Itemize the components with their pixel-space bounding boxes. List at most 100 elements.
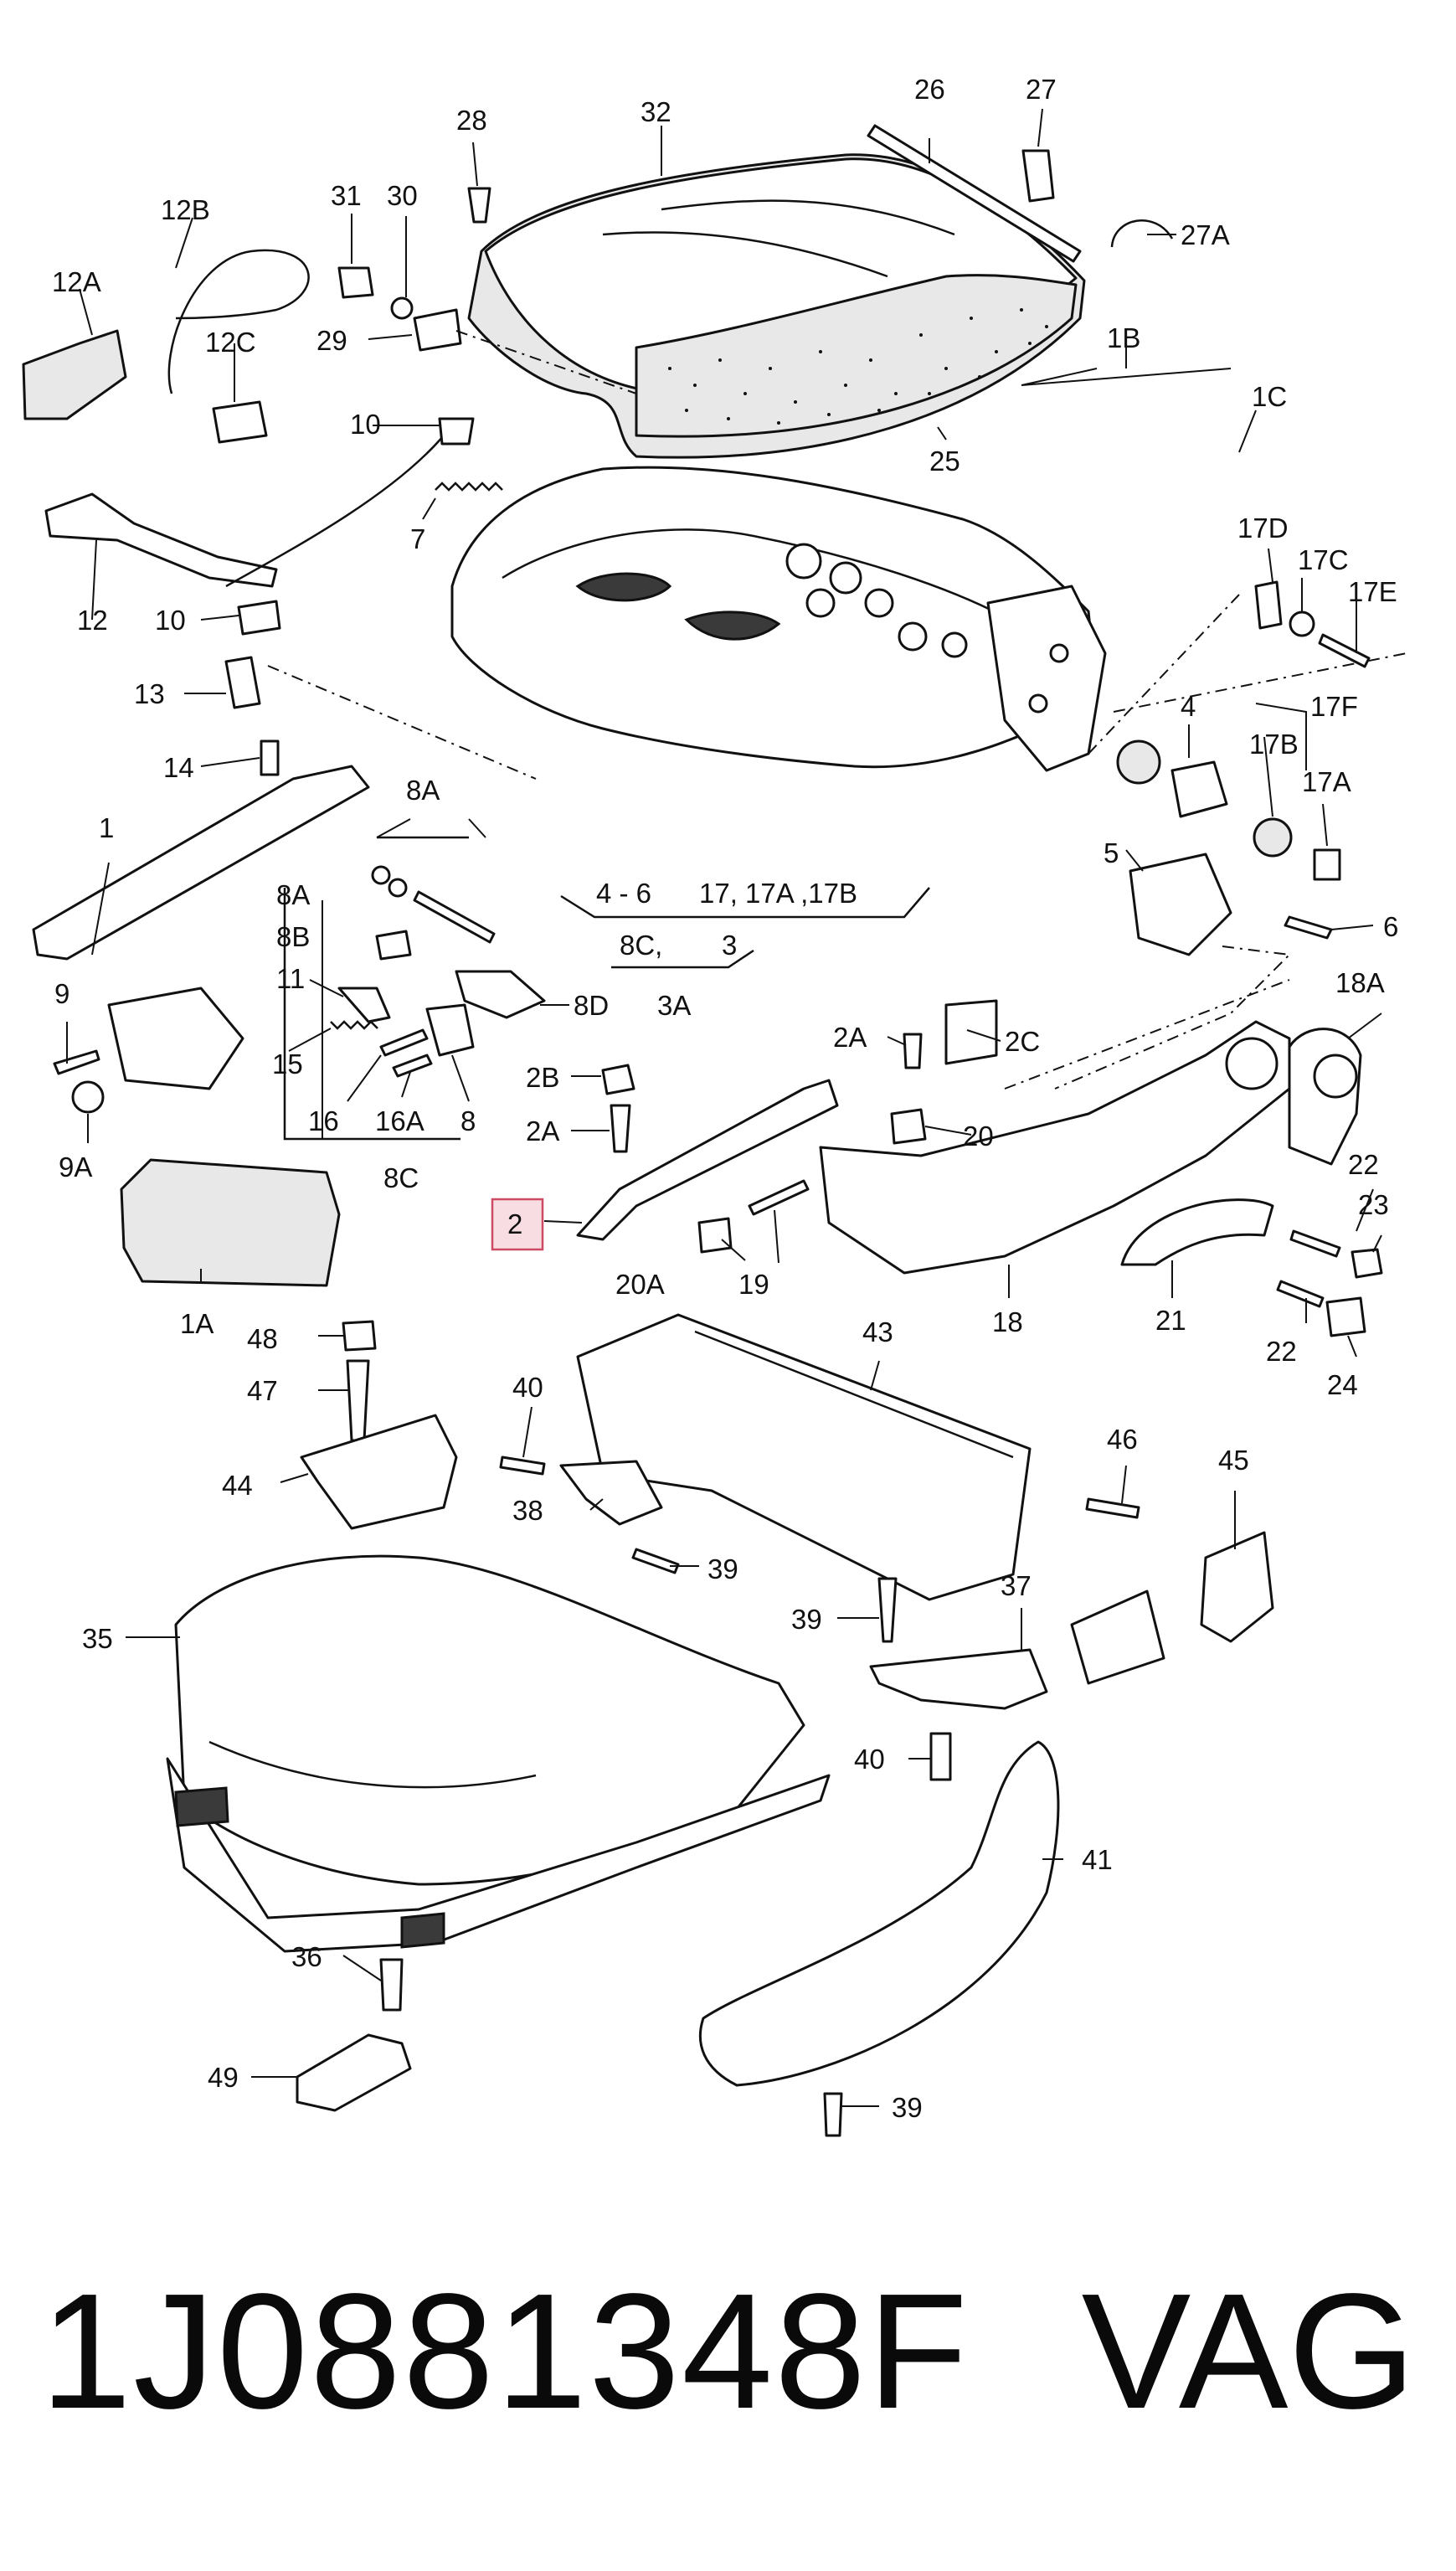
- leader-lines: [66, 108, 1382, 2107]
- part-labels: 26 27 27A 28 32 31 30 29 12B 12A 12C 25 …: [52, 74, 1398, 2123]
- label-44: 44: [222, 1470, 253, 1501]
- label-8A2: 8A: [276, 879, 310, 910]
- nut-part-23: [1351, 1248, 1383, 1279]
- cover-part-49: [296, 2033, 412, 2112]
- label-8C-comma: 8C,: [620, 930, 662, 961]
- slide-part-45: [1070, 1589, 1165, 1685]
- label-22a: 22: [1348, 1149, 1379, 1180]
- bolt-part-22-lower: [1276, 1280, 1325, 1308]
- lever-part-8D: [455, 970, 546, 1019]
- label-16: 16: [308, 1105, 339, 1136]
- spring-part-7: [435, 482, 503, 492]
- label-18A: 18A: [1335, 967, 1385, 998]
- label-49: 49: [208, 2062, 239, 2093]
- label-8A: 8A: [406, 775, 440, 806]
- lever-part-21: [1120, 1198, 1274, 1266]
- adjuster-part-4: [1170, 760, 1228, 818]
- bolt-part-6: [1284, 915, 1333, 940]
- washer-part-17C: [1289, 611, 1315, 637]
- label-2A: 2A: [526, 1115, 559, 1146]
- lever-part-12: [44, 492, 278, 588]
- sleeve-part-8B: [375, 930, 412, 961]
- screw-part-2A-upper: [903, 1033, 923, 1069]
- bolt-part-31: [337, 266, 374, 299]
- release-handle-part-12A: [22, 329, 127, 420]
- label-8D: 8D: [574, 990, 609, 1021]
- label-1C: 1C: [1252, 381, 1287, 412]
- bolt-part-17E: [1318, 633, 1371, 668]
- label-35: 35: [82, 1623, 113, 1654]
- label-30: 30: [387, 180, 418, 211]
- label-1: 1: [99, 812, 114, 843]
- label-8: 8: [460, 1105, 476, 1136]
- screw-part-19: [748, 1179, 810, 1216]
- part-number: 1J0881348F: [40, 2259, 970, 2443]
- bolt-part-22-upper: [1289, 1229, 1341, 1258]
- label-4-6: 4 - 6: [596, 878, 651, 909]
- label-9A: 9A: [59, 1152, 92, 1182]
- label-6: 6: [1383, 911, 1398, 942]
- label-4: 4: [1181, 691, 1196, 722]
- knob-part-4: [1116, 739, 1161, 785]
- label-39c: 39: [892, 2092, 923, 2123]
- bracket-part-13: [224, 656, 261, 709]
- label-17-group: 17, 17A ,17B: [699, 878, 857, 909]
- brand-name: VAG: [1081, 2259, 1416, 2443]
- nut-part-9A: [71, 1080, 105, 1114]
- bracket-part-18A: [1288, 1028, 1362, 1166]
- bracket-part-29: [413, 308, 462, 352]
- cap-part-2B: [601, 1064, 635, 1095]
- label-22b: 22: [1266, 1336, 1297, 1367]
- label-12: 12: [77, 605, 108, 636]
- label-15: 15: [272, 1048, 303, 1079]
- label-45: 45: [1218, 1445, 1249, 1476]
- label-10a: 10: [350, 409, 381, 440]
- bracket-part-9: [107, 987, 244, 1090]
- label-37: 37: [1001, 1570, 1032, 1601]
- label-16A: 16A: [375, 1105, 424, 1136]
- label-41: 41: [1082, 1844, 1113, 1875]
- label-2B: 2B: [526, 1062, 559, 1093]
- screw-part-39-upper: [631, 1548, 680, 1574]
- label-17A: 17A: [1302, 766, 1351, 797]
- clip-part-12C: [212, 400, 268, 444]
- mechanism-part-5: [1129, 853, 1232, 956]
- spring-part-15: [330, 1020, 378, 1030]
- highlight-box-part-2: [491, 1198, 544, 1251]
- label-1B: 1B: [1107, 322, 1140, 353]
- label-2A-upper: 2A: [833, 1022, 867, 1053]
- label-12C: 12C: [205, 327, 256, 358]
- sleeve-part-17A: [1313, 848, 1341, 881]
- label-14: 14: [163, 752, 194, 783]
- bushing-part-10-lower: [237, 600, 281, 636]
- seat-pan-part-35: [174, 1554, 805, 1886]
- side-trim-part-1: [32, 765, 370, 961]
- label-3A: 3A: [657, 990, 691, 1021]
- bracket-part-45: [1200, 1531, 1274, 1643]
- bracket-part-38: [559, 1460, 663, 1526]
- label-2C: 2C: [1005, 1026, 1040, 1057]
- screw-part-39-middle: [877, 1577, 898, 1643]
- label-2: 2: [507, 1208, 522, 1239]
- seat-frame-assembly: [450, 466, 1107, 772]
- label-28: 28: [456, 105, 487, 136]
- bolt-part-40-upper: [499, 1456, 546, 1476]
- gear-part-17B: [1253, 817, 1293, 858]
- bracket-part-44: [300, 1414, 458, 1530]
- label-36: 36: [291, 1941, 322, 1972]
- bracket-part-37: [869, 1648, 1048, 1710]
- label-32: 32: [641, 96, 671, 127]
- label-20: 20: [963, 1121, 994, 1152]
- bolt-part-40-lower: [929, 1732, 952, 1781]
- side-cover-part-41: [698, 1740, 1060, 2087]
- cap-part-20A: [697, 1217, 733, 1254]
- cable-part-12B: [167, 249, 310, 394]
- label-39b: 39: [791, 1604, 822, 1635]
- bolt-part-9: [53, 1049, 100, 1075]
- cap-part-48: [342, 1320, 377, 1352]
- label-23: 23: [1358, 1189, 1389, 1220]
- label-46: 46: [1107, 1424, 1138, 1455]
- label-12A: 12A: [52, 266, 101, 297]
- label-21: 21: [1155, 1305, 1186, 1336]
- label-39a: 39: [707, 1553, 738, 1584]
